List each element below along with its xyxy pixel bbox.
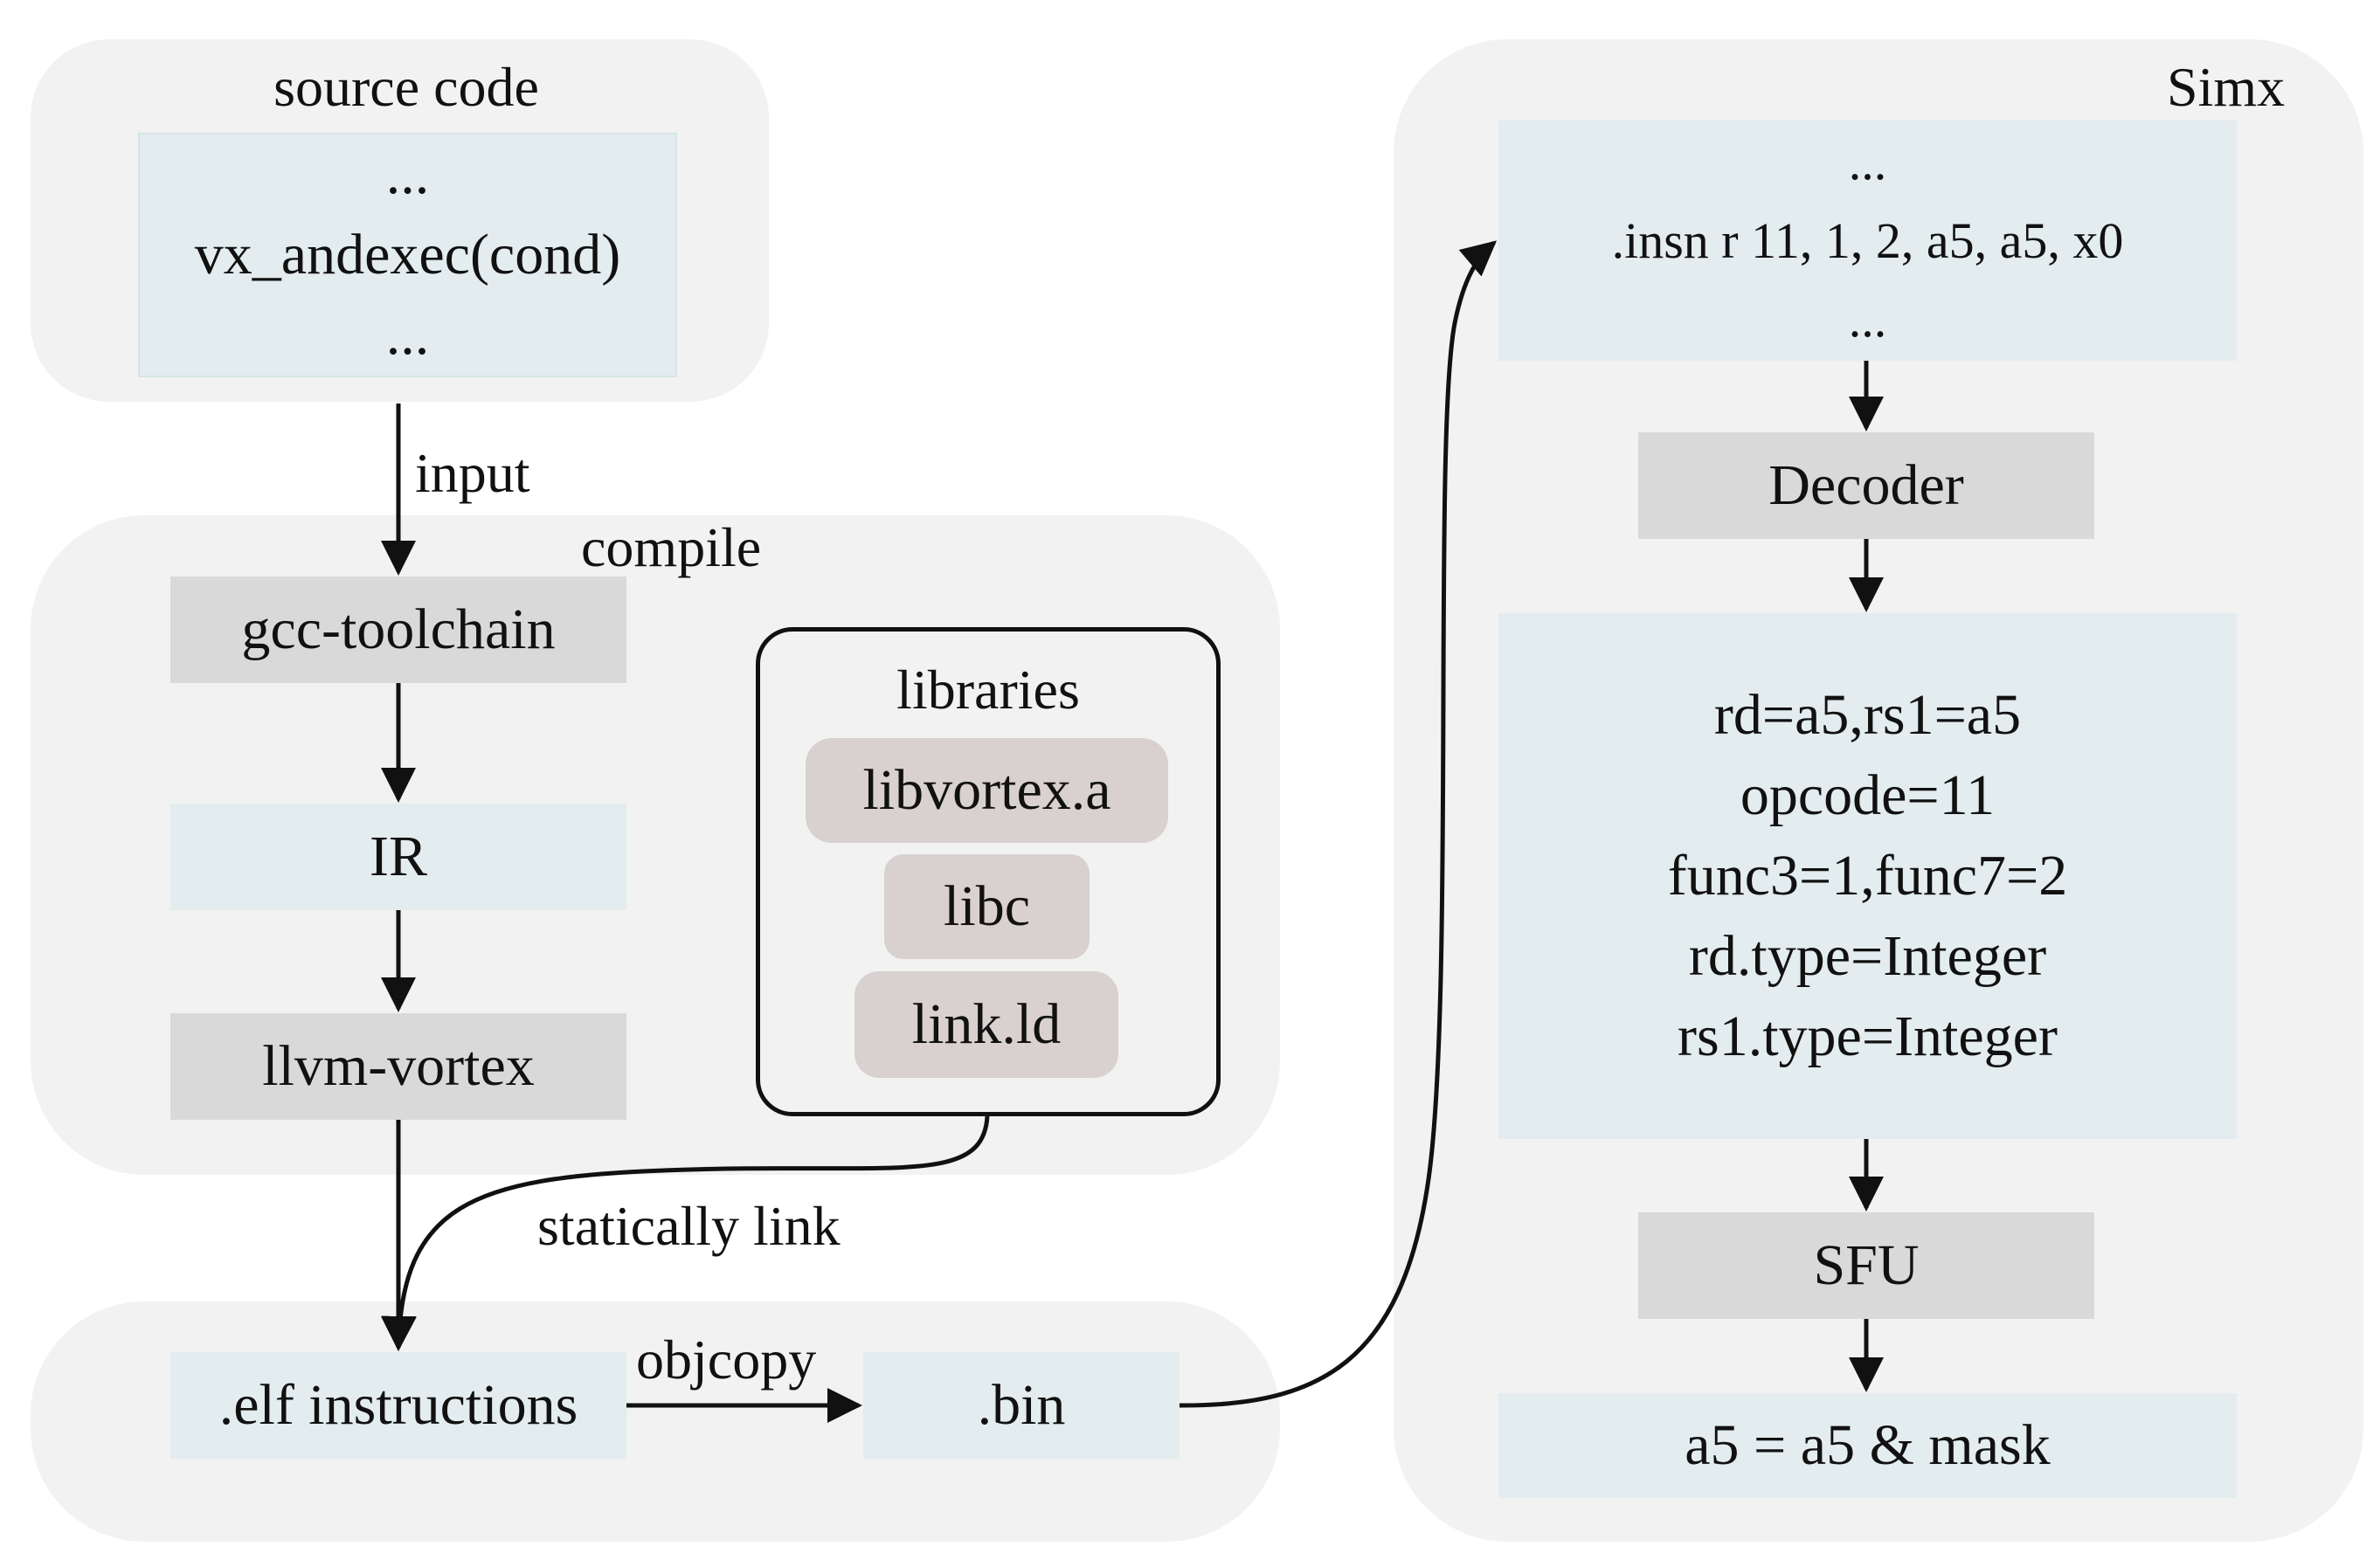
source-code-title: source code	[273, 56, 539, 118]
insn-line: ...	[1848, 290, 1887, 348]
decoded-field: func3=1,func7=2	[1667, 844, 2068, 908]
elf-instructions-box: .elf instructions	[170, 1352, 626, 1459]
gcc-toolchain-box: gcc-toolchain	[170, 576, 626, 683]
bin-box: .bin	[863, 1352, 1180, 1459]
decoded-field: opcode=11	[1740, 763, 1996, 827]
insn-line: .insn r 11, 1, 2, a5, a5, x0	[1611, 211, 2124, 269]
source-line: vx_andexec(cond)	[194, 223, 621, 286]
decoded-field: rs1.type=Integer	[1678, 1004, 2058, 1068]
source-line: ...	[385, 142, 430, 206]
insn-box: ... .insn r 11, 1, 2, a5, a5, x0 ...	[1498, 121, 2237, 361]
decoded-field: rd=a5,rs1=a5	[1713, 683, 2022, 747]
objcopy-edge-label: objcopy	[636, 1329, 817, 1391]
sfu-box: SFU	[1638, 1212, 2094, 1319]
libvortex-library: libvortex.a	[806, 738, 1168, 843]
ir-box: IR	[170, 804, 626, 910]
input-edge-label: input	[415, 442, 530, 504]
libc-library: libc	[884, 854, 1090, 959]
result-box: a5 = a5 & mask	[1498, 1393, 2237, 1498]
source-code-box: ... vx_andexec(cond) ...	[138, 133, 677, 377]
decoded-fields-box: rd=a5,rs1=a5 opcode=11 func3=1,func7=2 r…	[1498, 613, 2237, 1139]
insn-line: ...	[1848, 133, 1887, 190]
llvm-vortex-box: llvm-vortex	[170, 1013, 626, 1120]
libraries-title: libraries	[896, 659, 1080, 721]
decoded-field: rd.type=Integer	[1688, 924, 2047, 988]
decoder-box: Decoder	[1638, 432, 2094, 539]
simx-title: Simx	[2167, 56, 2286, 118]
source-line: ...	[385, 303, 430, 367]
link-ld-library: link.ld	[854, 971, 1118, 1078]
statically-link-edge-label: statically link	[537, 1195, 841, 1257]
compile-title: compile	[581, 516, 762, 578]
